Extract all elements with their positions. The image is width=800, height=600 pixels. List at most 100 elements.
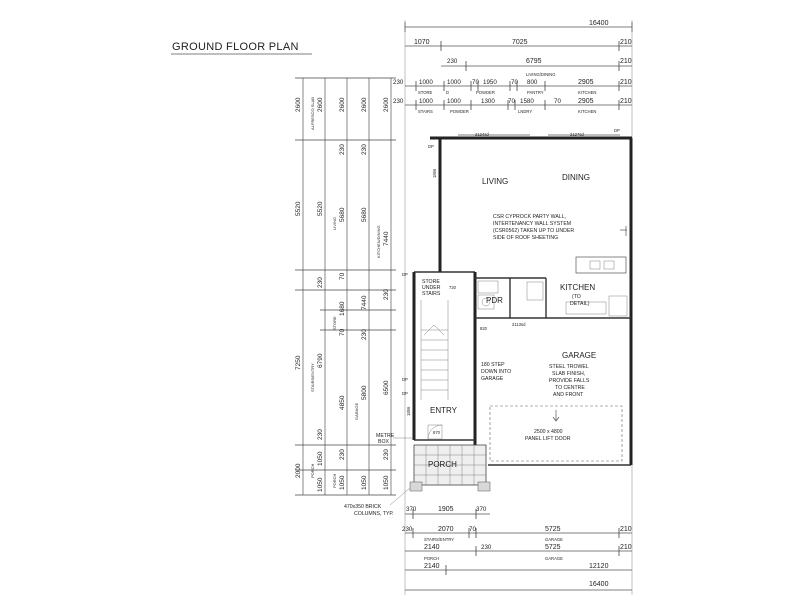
svg-text:870: 870 <box>433 430 441 435</box>
svg-text:DP: DP <box>402 272 408 277</box>
dim-left-c2-0: 2600 <box>317 97 324 112</box>
kitchen-note-2: DETAIL) <box>570 301 590 307</box>
svg-text:1856: 1856 <box>406 406 411 416</box>
dim-left-sub-2: STAIRS/ENTRY <box>310 363 315 392</box>
svg-text:(CSR0562) TAKEN UP TO UNDER: (CSR0562) TAKEN UP TO UNDER <box>493 228 574 234</box>
dim-top-r3-5: 70 <box>511 79 518 86</box>
dim-bot-r1-1: 1905 <box>438 506 454 513</box>
garage-door-note: 2500 x 4800 PANEL LIFT DOOR <box>525 429 571 442</box>
dim-top-r3-7: 2905 <box>578 79 594 86</box>
brick-column-left <box>409 481 423 492</box>
svg-text:AND FRONT: AND FRONT <box>553 392 584 398</box>
dim-top-r4-sub-2: LNDRY <box>518 109 532 114</box>
plan-codes: DP DP DP DP DP 2124sd 2127sd 2113sd 820 … <box>402 128 620 435</box>
dim-top-r4-sub-0: STAIRS <box>418 109 433 114</box>
dim-top-r2-sub: LIVING/DINING <box>526 72 556 77</box>
dim-left-c1-2: 7250 <box>295 355 302 370</box>
svg-text:180 STEP: 180 STEP <box>481 362 505 368</box>
dim-top-r2-a: 230 <box>447 58 458 65</box>
dim-top-r1-c: 210 <box>620 39 632 46</box>
room-pdr: PDR <box>486 296 503 305</box>
dim-bot-r2-1: 2070 <box>438 526 454 533</box>
dim-bot-r4-sub-0: PORCH <box>424 556 439 561</box>
party-wall-note: CSR CYPROCK PARTY WALL, INTERTENANCY WAL… <box>493 214 574 241</box>
garage-slab-note: STEEL TROWEL SLAB FINISH, PROVIDE FALLS … <box>549 364 590 398</box>
dim-bot-r2-2: 70 <box>469 526 476 533</box>
dim-left-c4-0: 2600 <box>361 97 368 112</box>
dim-left-c5-2: 230 <box>383 289 390 300</box>
dim-bot-r3-2: 5725 <box>545 544 561 551</box>
dim-left-sub-7: STORE <box>332 316 337 330</box>
dim-left-c1-0: 2600 <box>295 97 302 112</box>
svg-text:SIDE OF ROOF SHEETING: SIDE OF ROOF SHEETING <box>493 235 558 241</box>
meter-box-note: METRE BOX <box>376 433 412 445</box>
dim-left-c2-3: 6790 <box>317 353 324 368</box>
dim-top-r3-8: 210 <box>620 79 632 86</box>
svg-text:DP: DP <box>428 144 434 149</box>
dim-left-c4-3: 7440 <box>361 295 368 310</box>
dim-top-r4-sub-1: POWDER <box>450 109 469 114</box>
dim-left-c3-7: 230 <box>339 449 346 460</box>
room-store-stairs: STAIRS <box>422 291 441 297</box>
dim-top-r4-7: 2905 <box>578 98 594 105</box>
dim-bot-r2-4: 210 <box>620 526 632 533</box>
svg-text:820: 820 <box>480 326 488 331</box>
brick-columns-note: 470x350 BRICK COLUMNS, TYP. <box>344 487 411 517</box>
dim-bot-r1-0: 370 <box>406 506 417 513</box>
dim-bot-r3-3: 210 <box>620 544 632 551</box>
dim-left-c3-6: 4850 <box>339 395 346 410</box>
dim-left-c2-1: 5520 <box>317 201 324 216</box>
dim-top-r2-c: 210 <box>620 58 632 65</box>
svg-text:DP: DP <box>402 377 408 382</box>
room-store-under: UNDER <box>422 285 441 291</box>
dim-left-sub-6: PORCH <box>332 473 337 488</box>
dim-top-r3-0: 230 <box>393 79 404 86</box>
dim-left-c3-8: 1050 <box>339 475 346 490</box>
dim-top-r4-2: 1000 <box>447 98 461 105</box>
kitchen-note-1: (TO <box>572 294 581 300</box>
dim-top-r3-sub-4: KITCHEN <box>578 90 596 95</box>
dim-overall-bottom: 16400 <box>589 581 609 588</box>
brick-column-right <box>477 481 491 492</box>
svg-text:STEEL TROWEL: STEEL TROWEL <box>549 364 589 370</box>
dim-top-r3-sub-3: PANTRY <box>527 90 544 95</box>
svg-text:BOX: BOX <box>378 439 389 445</box>
dim-top-r3-sub-1: D <box>446 90 449 95</box>
svg-text:PROVIDE FALLS: PROVIDE FALLS <box>549 378 590 384</box>
svg-text:2113sd: 2113sd <box>512 322 526 327</box>
dim-top-r3-1: 1000 <box>419 79 433 86</box>
svg-text:PANEL LIFT DOOR: PANEL LIFT DOOR <box>525 436 571 442</box>
dim-top-r3-3: 70 <box>472 79 479 86</box>
svg-text:DP: DP <box>402 391 408 396</box>
svg-text:INTERTENANCY WALL SYSTEM: INTERTENANCY WALL SYSTEM <box>493 221 571 227</box>
svg-text:470x350 BRICK: 470x350 BRICK <box>344 504 382 510</box>
dim-bot-r2-3: 5725 <box>545 526 561 533</box>
kitchen-fixtures <box>477 226 628 317</box>
dim-left-c4-6: 1050 <box>361 475 368 490</box>
dim-bot-r4-0: 2140 <box>424 563 440 570</box>
dim-left-c4-5: 5800 <box>361 385 368 400</box>
room-entry: ENTRY <box>430 406 458 415</box>
bottom-dimensions: 370 1905 370 230 2070 70 5725 210 STAIRS… <box>402 506 632 591</box>
dim-left-c4-4: 230 <box>361 329 368 340</box>
dim-overall-top: 16400 <box>589 20 609 27</box>
dim-left-c4-2: 5680 <box>361 207 368 222</box>
dim-left-c1-3: 2000 <box>295 463 302 478</box>
porch-paving <box>409 444 491 492</box>
dim-left-c2-2: 230 <box>317 277 324 288</box>
svg-text:2500 x 4800: 2500 x 4800 <box>534 429 563 435</box>
svg-text:1856: 1856 <box>432 168 437 178</box>
room-living: LIVING <box>482 177 508 186</box>
dim-left-sub-1: LIVING <box>332 217 337 230</box>
dim-top-r4-3: 1300 <box>481 98 495 105</box>
dim-bot-r3-0: 2140 <box>424 544 440 551</box>
dim-top-r4-6: 70 <box>554 98 561 105</box>
dim-left-c5-5: 1050 <box>383 475 390 490</box>
dim-top-r4-4: 70 <box>508 98 515 105</box>
dim-left-c3-1: 230 <box>339 144 346 155</box>
dim-top-r3-sub-2: POWDER <box>476 90 495 95</box>
dim-left-c5-3: 6500 <box>383 380 390 395</box>
svg-text:DOWN INTO: DOWN INTO <box>481 369 511 375</box>
dim-top-r3-4: 1950 <box>483 79 497 86</box>
